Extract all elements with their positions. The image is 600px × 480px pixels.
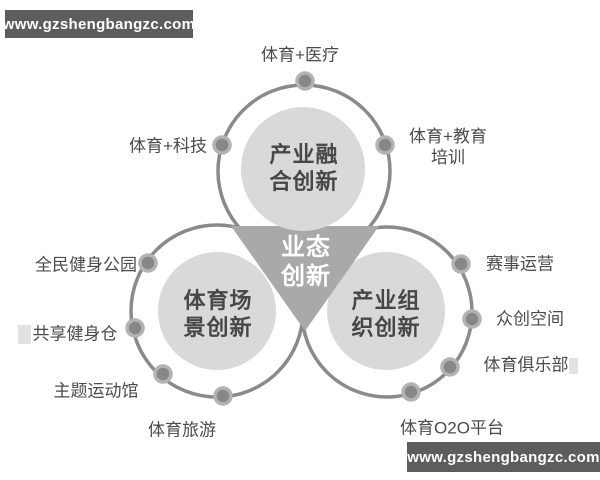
dot-sports-club — [440, 357, 460, 377]
label-sports-tech: 体育+科技 — [129, 136, 207, 156]
dot-sports-education — [375, 135, 395, 155]
dot-maker-space — [462, 309, 482, 329]
label-sports-tourism: 体育旅游 — [148, 420, 216, 440]
dot-sports-tech — [212, 135, 232, 155]
center-triangle-title-line2: 创新 — [281, 263, 331, 290]
left-circle-title: 体育场 景创新 — [183, 287, 252, 341]
residual-gray-block-left — [18, 325, 31, 344]
residual-gray-block-right — [569, 358, 578, 374]
label-sports-medical: 体育+医疗 — [261, 45, 339, 65]
node-dots — [125, 71, 482, 406]
label-sports-club: 体育俱乐部 — [483, 355, 569, 375]
label-sports-education-line2: 培训 — [431, 148, 465, 167]
center-triangle-title: 业态 创新 — [281, 233, 331, 291]
right-circle-title-line2: 织创新 — [351, 315, 421, 340]
watermark-text: www.gzshengbangzc.com — [407, 448, 600, 466]
dot-theme-stadium — [153, 364, 173, 384]
dot-fitness-park — [138, 253, 158, 273]
label-fitness-park: 全民健身公园 — [35, 255, 137, 275]
label-sports-education-line1: 体育+教育 — [409, 127, 487, 146]
dot-event-operation — [451, 254, 471, 274]
label-shared-gym: 共享健身仓 — [32, 324, 118, 344]
dot-sports-tourism — [213, 386, 233, 406]
label-event-operation: 赛事运营 — [486, 254, 554, 274]
left-circle-title-line1: 体育场 — [183, 288, 253, 313]
label-theme-stadium: 主题运动馆 — [53, 381, 139, 401]
left-circle-title-line2: 景创新 — [183, 315, 253, 340]
label-maker-space: 众创空间 — [496, 309, 564, 329]
center-triangle-title-line1: 业态 — [281, 234, 331, 261]
label-o2o-platform: 体育O2O平台 — [400, 418, 504, 438]
right-circle-title: 产业组 织创新 — [351, 287, 420, 341]
top-circle-title-line2: 合创新 — [269, 169, 339, 194]
dot-sports-medical — [295, 71, 315, 91]
watermark-bar-top: www.gzshengbangzc.com — [2, 10, 196, 38]
top-circle-title: 产业融 合创新 — [269, 141, 338, 195]
watermark-text: www.gzshengbangzc.com — [2, 15, 196, 33]
left-circle-fill — [158, 252, 276, 370]
center-triangle — [231, 226, 379, 331]
top-circle-fill — [241, 107, 365, 231]
label-sports-education: 体育+教育 培训 — [409, 126, 487, 168]
top-circle-title-line1: 产业融 — [269, 142, 339, 167]
dot-shared-gym — [125, 318, 145, 338]
right-circle-title-line1: 产业组 — [351, 288, 421, 313]
right-circle-fill — [327, 252, 445, 370]
dot-o2o-platform — [401, 382, 421, 402]
watermark-bar-bottom: www.gzshengbangzc.com — [407, 442, 600, 472]
